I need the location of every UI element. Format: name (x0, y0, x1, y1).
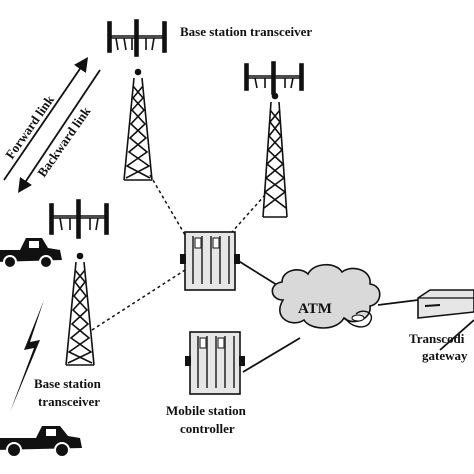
bts-left-label-line1: Base station (34, 376, 102, 391)
dotted-links (91, 174, 266, 331)
tower-icon (49, 199, 109, 366)
atm-label: ATM (298, 301, 332, 317)
controller-box-icon (180, 231, 240, 291)
msc-label-line2: controller (180, 421, 235, 436)
tower-icon (107, 19, 167, 181)
router-icon (417, 289, 474, 319)
link-bts-left (91, 269, 186, 331)
link-bts-right (231, 194, 266, 233)
bts-top-label: Base station transceiver (180, 24, 312, 39)
link-gateway-down (439, 319, 474, 351)
bts-left-label-line2: transceiver (38, 394, 100, 409)
msc-label-line1: Mobile station (166, 403, 247, 418)
link-bts-top (149, 174, 189, 241)
truck-icon (0, 426, 82, 458)
forward-link-arrow (3, 57, 89, 181)
link-msc-atm (242, 337, 301, 373)
tower-icon (244, 61, 304, 218)
truck-icon (0, 238, 62, 269)
cloud-icon (271, 263, 381, 329)
gateway-label-line2: gateway (422, 348, 468, 363)
backward-link-arrow (18, 69, 101, 193)
link-atm-gateway (377, 299, 419, 306)
link-arrows (3, 57, 101, 193)
gateway-label-line1: Transcodi (409, 331, 465, 346)
controller-box-icon (185, 331, 245, 395)
